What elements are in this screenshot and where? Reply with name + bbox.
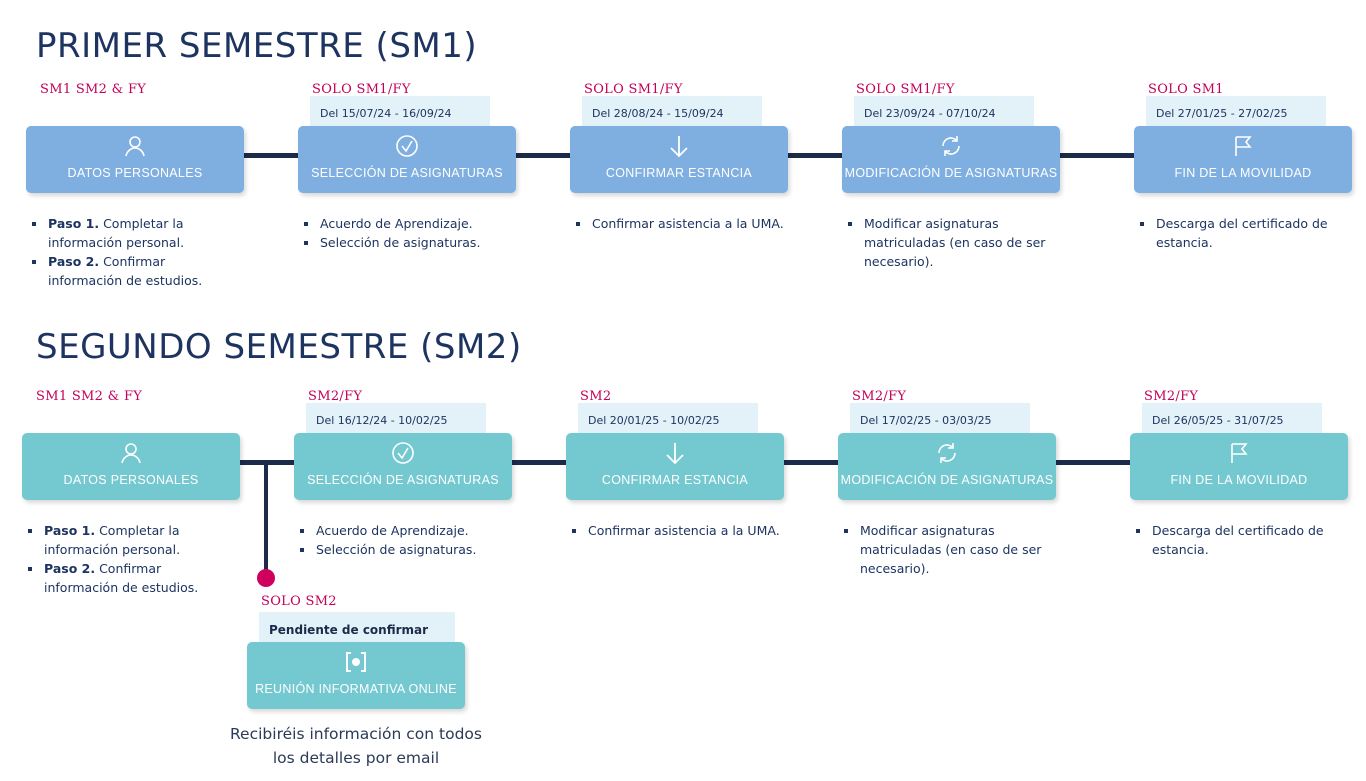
section-title-sm2: SEGUNDO SEMESTRE (SM2) xyxy=(36,327,522,367)
step-description: Descarga del certificado de estancia. xyxy=(1134,521,1344,559)
step-description: Paso 1. Completar la información persona… xyxy=(30,214,240,290)
user-icon xyxy=(125,136,145,157)
arrow-down-icon xyxy=(666,443,684,465)
date-range: Del 27/01/25 - 27/02/25 xyxy=(1146,96,1326,128)
step-tag: SOLO SM1 xyxy=(1148,82,1224,97)
step-description: Acuerdo de Aprendizaje. Selección de asi… xyxy=(302,214,512,252)
bullet-item: Paso 1. Completar la información persona… xyxy=(26,521,236,559)
step-tag: SM1 SM2 & FY xyxy=(36,389,143,404)
step-label: CONFIRMAR ESTANCIA xyxy=(605,166,753,180)
bullet-item: Confirmar asistencia a la UMA. xyxy=(570,521,780,540)
pending-status: Pendiente de confirmar xyxy=(259,612,455,644)
step-label: REUNIÓN INFORMATIVA ONLINE xyxy=(255,682,457,696)
date-range: Del 26/05/25 - 31/07/25 xyxy=(1142,403,1322,435)
meeting-branch-dot xyxy=(257,569,275,587)
step-tag: SM1 SM2 & FY xyxy=(40,82,147,97)
fin-movilidad-button[interactable]: FIN DE LA MOVILIDAD xyxy=(1134,126,1352,193)
video-meeting-icon xyxy=(346,652,366,672)
step-tag: SOLO SM2 xyxy=(261,594,337,609)
reunion-informativa-button[interactable]: REUNIÓN INFORMATIVA ONLINE xyxy=(247,642,465,709)
bullet-item: Modificar asignaturas matriculadas (en c… xyxy=(846,214,1056,271)
step-tag: SM2/FY xyxy=(1144,389,1199,404)
flag-icon xyxy=(1231,443,1248,463)
step-tag: SOLO SM1/FY xyxy=(312,82,411,97)
refresh-icon xyxy=(938,443,956,463)
date-range: Del 23/09/24 - 07/10/24 xyxy=(854,96,1034,128)
bullet-item: Paso 1. Completar la información persona… xyxy=(30,214,240,252)
date-range: Del 28/08/24 - 15/09/24 xyxy=(582,96,762,128)
date-range: Del 15/07/24 - 16/09/24 xyxy=(310,96,490,128)
step-label: FIN DE LA MOVILIDAD xyxy=(1174,166,1312,180)
step-description: Confirmar asistencia a la UMA. xyxy=(570,521,780,540)
bullet-item: Confirmar asistencia a la UMA. xyxy=(574,214,784,233)
date-range: Del 17/02/25 - 03/03/25 xyxy=(850,403,1030,435)
step-description: Modificar asignaturas matriculadas (en c… xyxy=(842,521,1052,578)
modificacion-asignaturas-button[interactable]: MODIFICACIÓN DE ASIGNATURAS xyxy=(838,433,1056,500)
step-tag: SM2/FY xyxy=(852,389,907,404)
meeting-note: Recibiréis información con todos los det… xyxy=(229,725,482,767)
step-label: DATOS PERSONALES xyxy=(63,473,199,487)
date-range: Del 20/01/25 - 10/02/25 xyxy=(578,403,758,435)
check-circle-icon xyxy=(396,135,418,157)
datos-personales-button[interactable]: DATOS PERSONALES xyxy=(22,433,240,500)
date-range: Del 16/12/24 - 10/02/25 xyxy=(306,403,486,435)
meeting-branch-connector xyxy=(264,462,268,572)
bullet-item: Acuerdo de Aprendizaje. xyxy=(298,521,508,540)
bullet-item: Selección de asignaturas. xyxy=(298,540,508,559)
bullet-item: Paso 2. Confirmar información de estudio… xyxy=(26,559,236,597)
confirmar-estancia-button[interactable]: CONFIRMAR ESTANCIA xyxy=(566,433,784,500)
arrow-down-icon xyxy=(670,136,688,158)
check-circle-icon xyxy=(392,442,414,464)
seleccion-asignaturas-button[interactable]: SELECCIÓN DE ASIGNATURAS xyxy=(294,433,512,500)
step-label: SELECCIÓN DE ASIGNATURAS xyxy=(307,473,499,487)
step-description: Descarga del certificado de estancia. xyxy=(1138,214,1348,252)
bullet-item: Descarga del certificado de estancia. xyxy=(1134,521,1344,559)
step-label: DATOS PERSONALES xyxy=(67,166,203,180)
flag-icon xyxy=(1235,136,1252,156)
bullet-item: Descarga del certificado de estancia. xyxy=(1138,214,1348,252)
step-label: CONFIRMAR ESTANCIA xyxy=(601,473,749,487)
step-label: MODIFICACIÓN DE ASIGNATURAS xyxy=(844,166,1058,180)
step-tag: SOLO SM1/FY xyxy=(584,82,683,97)
step-description: Modificar asignaturas matriculadas (en c… xyxy=(846,214,1056,271)
fin-movilidad-button[interactable]: FIN DE LA MOVILIDAD xyxy=(1130,433,1348,500)
step-label: MODIFICACIÓN DE ASIGNATURAS xyxy=(840,473,1054,487)
step-description: Confirmar asistencia a la UMA. xyxy=(574,214,784,233)
bullet-item: Modificar asignaturas matriculadas (en c… xyxy=(842,521,1052,578)
refresh-icon xyxy=(942,136,960,156)
step-tag: SM2 xyxy=(580,389,612,404)
user-icon xyxy=(121,443,141,464)
step-description: Paso 1. Completar la información persona… xyxy=(26,521,236,597)
step-tag: SM2/FY xyxy=(308,389,363,404)
step-label: FIN DE LA MOVILIDAD xyxy=(1170,473,1308,487)
step-label: SELECCIÓN DE ASIGNATURAS xyxy=(311,166,503,180)
bullet-item: Paso 2. Confirmar información de estudio… xyxy=(30,252,240,290)
bullet-item: Acuerdo de Aprendizaje. xyxy=(302,214,512,233)
step-tag: SOLO SM1/FY xyxy=(856,82,955,97)
seleccion-asignaturas-button[interactable]: SELECCIÓN DE ASIGNATURAS xyxy=(298,126,516,193)
section-title-sm1: PRIMER SEMESTRE (SM1) xyxy=(36,26,478,66)
modificacion-asignaturas-button[interactable]: MODIFICACIÓN DE ASIGNATURAS xyxy=(842,126,1060,193)
datos-personales-button[interactable]: DATOS PERSONALES xyxy=(26,126,244,193)
step-description: Acuerdo de Aprendizaje. Selección de asi… xyxy=(298,521,508,559)
bullet-item: Selección de asignaturas. xyxy=(302,233,512,252)
confirmar-estancia-button[interactable]: CONFIRMAR ESTANCIA xyxy=(570,126,788,193)
